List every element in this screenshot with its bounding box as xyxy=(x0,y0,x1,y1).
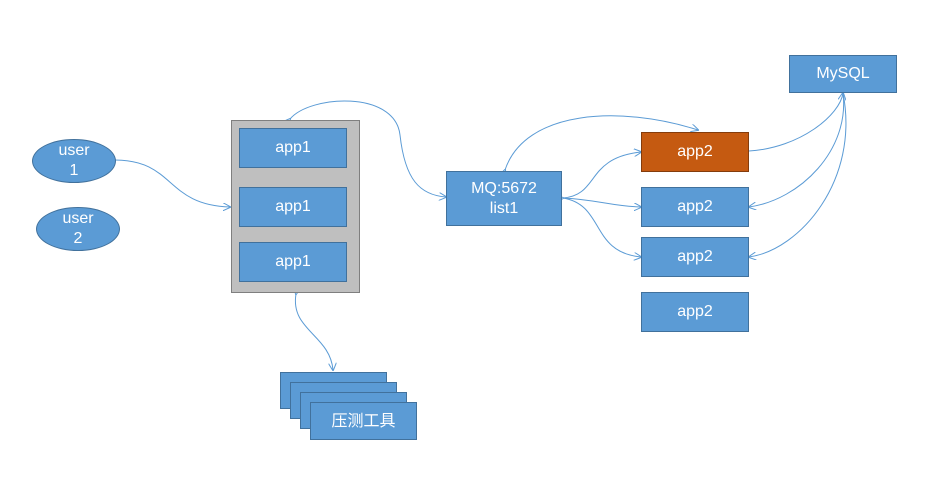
app2-node-4-label: app2 xyxy=(677,303,713,320)
edge-mq-to-app2-3 xyxy=(562,197,641,257)
app2-node-4: app2 xyxy=(641,292,749,332)
edge-mq-to-app2-1 xyxy=(563,152,641,198)
load-tool-node: 压测工具 xyxy=(310,402,417,440)
edge-app2-1-to-mysql xyxy=(748,93,843,152)
edge-app-group-to-load-tool xyxy=(295,294,333,370)
app2-node-3-label: app2 xyxy=(677,248,713,265)
load-tool-label: 压测工具 xyxy=(331,411,396,430)
app2-node-2: app2 xyxy=(641,187,749,227)
app1-node-2: app1 xyxy=(239,187,347,227)
app2-node-1: app2 xyxy=(641,132,749,172)
app2-node-2-label: app2 xyxy=(677,198,713,215)
mysql-node: MySQL xyxy=(789,55,897,93)
user-1-label: user 1 xyxy=(58,142,90,179)
app1-node-1-label: app1 xyxy=(275,139,311,156)
user-2-label: user 2 xyxy=(62,210,94,247)
app1-node-3-label: app1 xyxy=(275,253,311,270)
mysql-label: MySQL xyxy=(816,65,870,82)
edge-mysql-to-app2-3 xyxy=(749,92,847,257)
edge-mq-to-app2-2 xyxy=(562,197,641,207)
edge-user1-to-app-group xyxy=(114,159,230,207)
app1-node-3: app1 xyxy=(239,242,347,282)
user-2-node: user 2 xyxy=(36,207,120,251)
edge-mysql-to-app2-2 xyxy=(749,92,845,207)
app1-node-1: app1 xyxy=(239,128,347,168)
app1-node-2-label: app1 xyxy=(275,198,311,215)
app2-node-1-label: app2 xyxy=(677,143,713,160)
mq-node: MQ:5672 list1 xyxy=(446,171,562,226)
user-1-node: user 1 xyxy=(32,139,116,183)
app2-node-3: app2 xyxy=(641,237,749,277)
mq-label: MQ:5672 list1 xyxy=(471,179,537,217)
